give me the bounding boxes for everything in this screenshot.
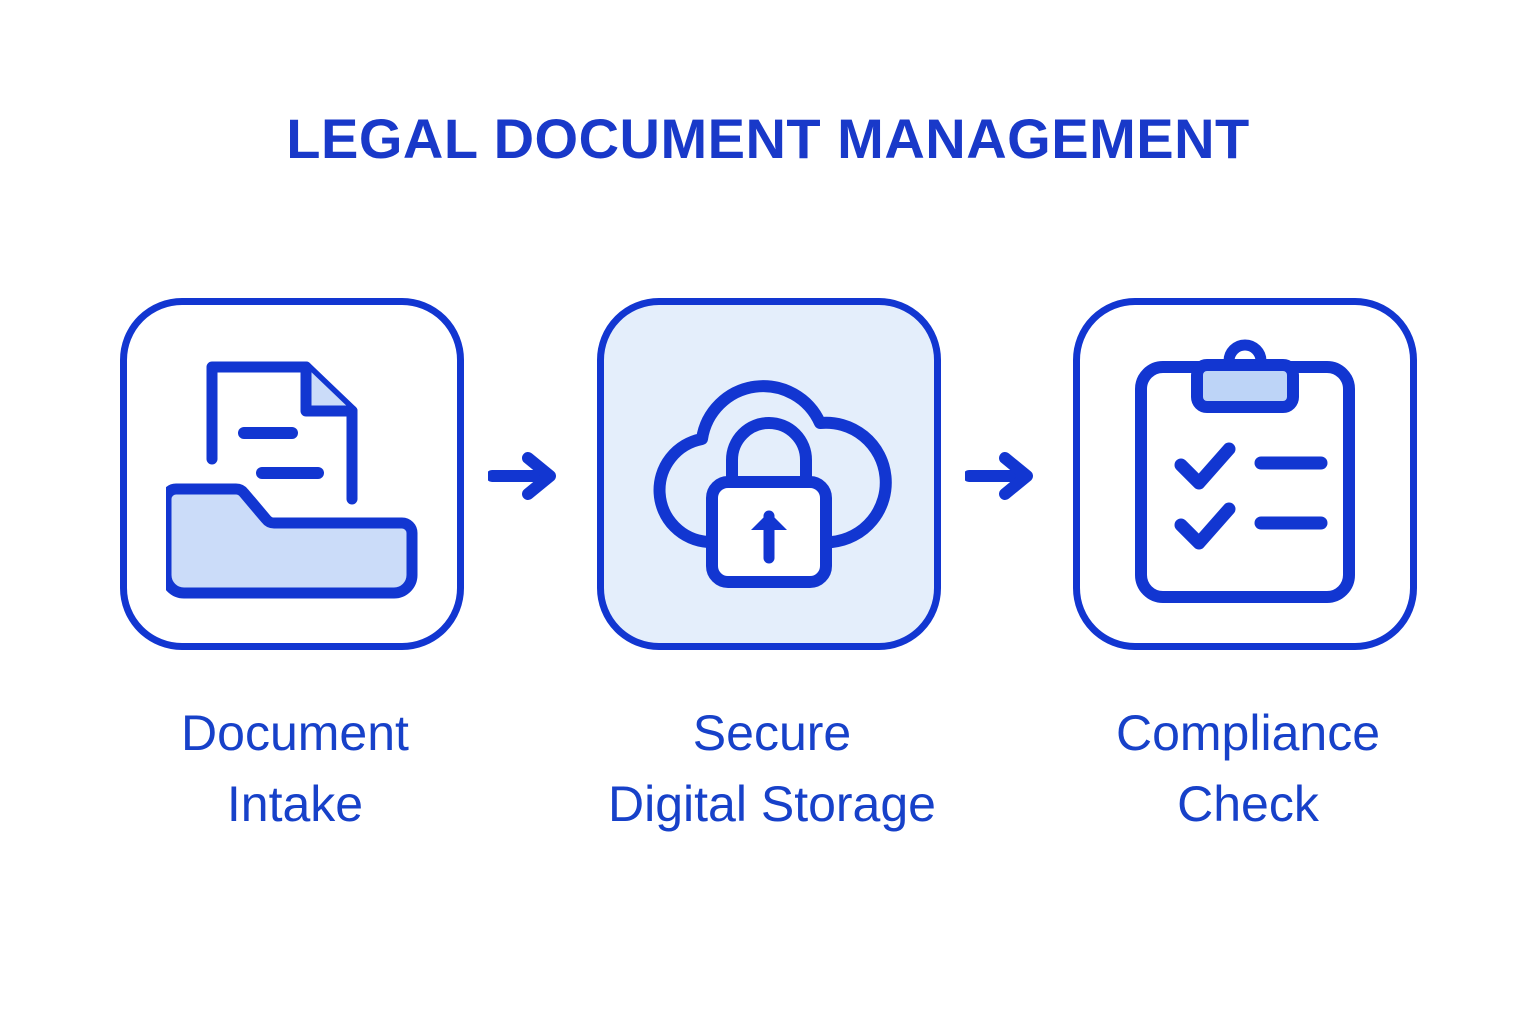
- icon-card-compliance-check[interactable]: [1073, 298, 1417, 650]
- flow-step-document-intake[interactable]: Document Intake: [120, 298, 470, 840]
- arrow-right-icon: [963, 446, 1039, 506]
- clipboard-checklist-icon: [1125, 339, 1365, 609]
- process-flow: Document Intake: [120, 298, 1426, 858]
- step-label-compliance-check: Compliance Check: [1115, 705, 1380, 832]
- icon-card-document-intake[interactable]: [120, 298, 464, 650]
- flow-step-secure-digital-storage[interactable]: Secure Digital Storage: [597, 298, 947, 840]
- step-label-document-intake: Document Intake: [181, 705, 409, 832]
- icon-card-secure-digital-storage[interactable]: [597, 298, 941, 650]
- flow-step-compliance-check[interactable]: Compliance Check: [1073, 298, 1423, 840]
- folder-document-icon: [166, 349, 418, 599]
- page-title: LEGAL DOCUMENT MANAGEMENT: [286, 107, 1250, 170]
- cloud-lock-icon: [644, 354, 894, 594]
- step-label-secure-digital-storage: Secure Digital Storage: [608, 705, 936, 832]
- arrow-right-icon: [486, 446, 562, 506]
